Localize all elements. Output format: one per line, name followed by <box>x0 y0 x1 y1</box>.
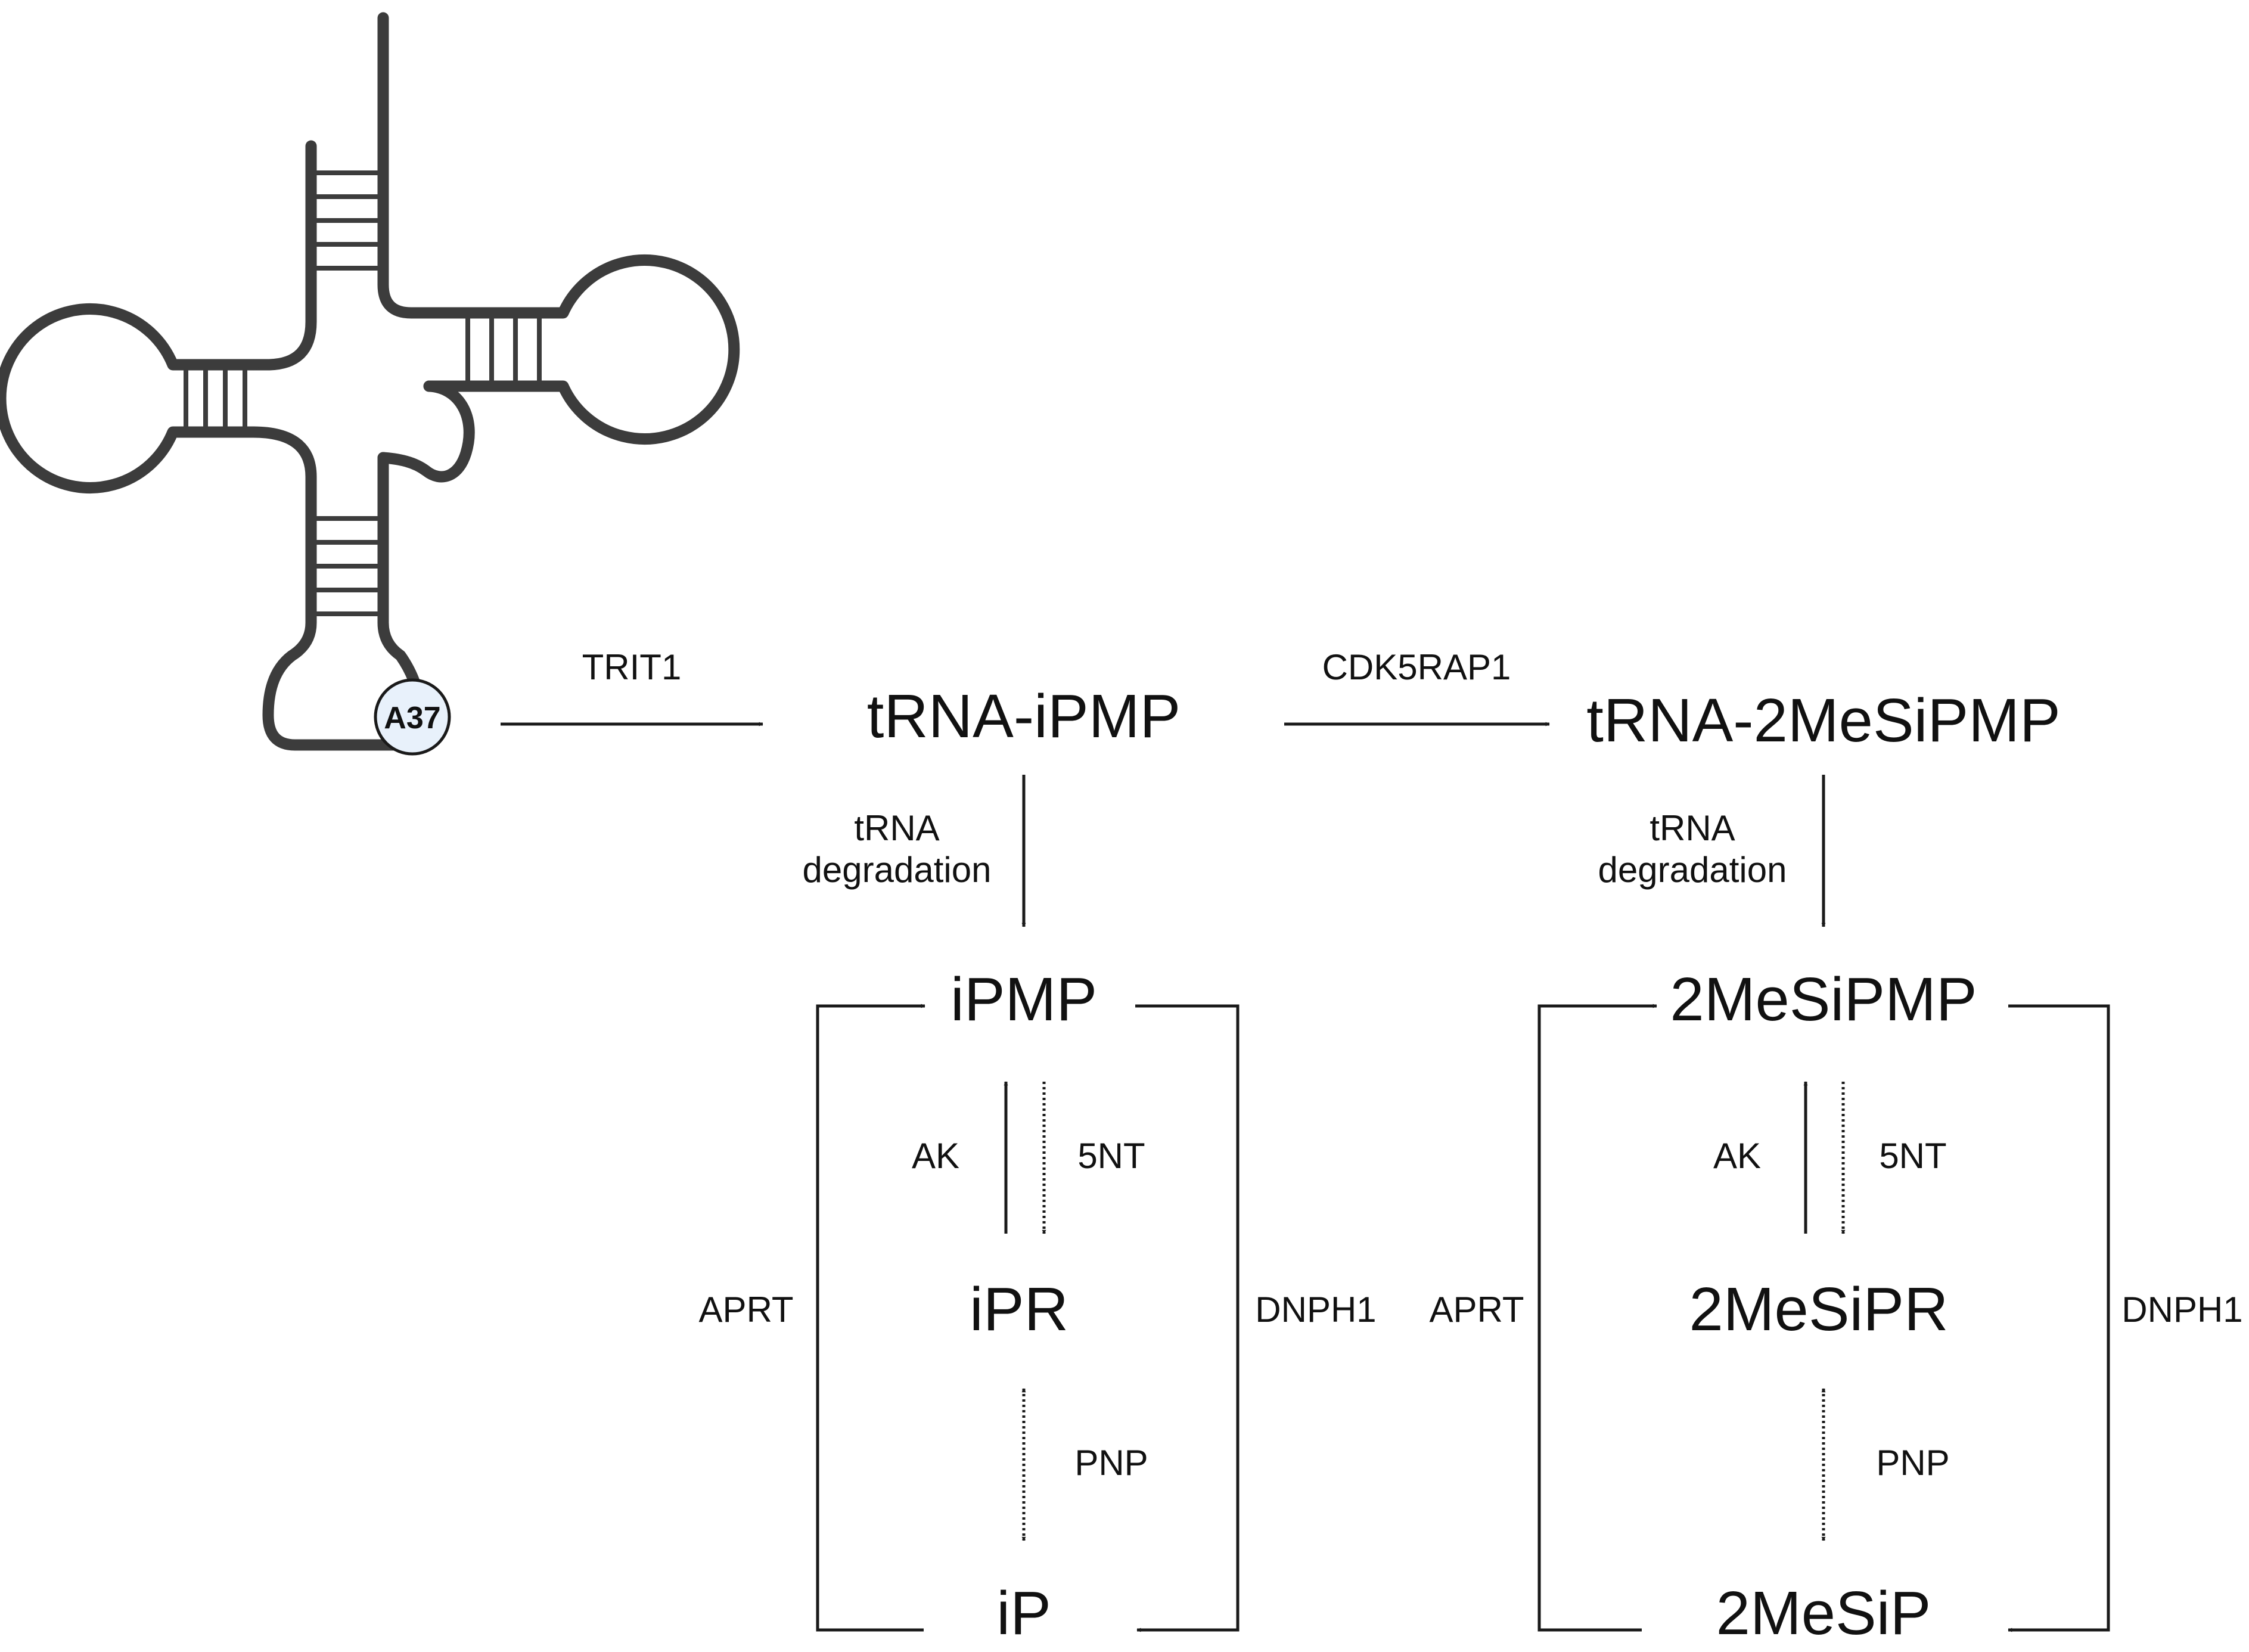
t-arm <box>423 254 740 445</box>
right-ak-label: AK <box>1713 1136 1761 1176</box>
ip-label: iP <box>996 1579 1051 1647</box>
left-degradation-line1: tRNA <box>854 808 939 848</box>
right-aprt-arrow <box>1537 1004 1657 1632</box>
left-ak-label: AK <box>912 1136 959 1176</box>
anticodon-stem-base-pairs <box>311 516 383 616</box>
2mesip-label: 2MeSiP <box>1716 1579 1931 1647</box>
acceptor-stem-base-pairs <box>311 170 383 271</box>
d-arm-base-pairs <box>184 365 247 432</box>
trna-cloverleaf: A37 <box>0 12 740 756</box>
left-pathway: tRNA degradation iPMP iPR iP AK 5NT PNP … <box>699 775 1377 1647</box>
a37-label: A37 <box>384 701 440 735</box>
left-dnph1-arrow <box>1135 1004 1240 1632</box>
trit1-label: TRIT1 <box>582 647 682 687</box>
left-pnp-label: PNP <box>1074 1443 1148 1483</box>
2mesipr-label: 2MeSiPR <box>1689 1275 1948 1343</box>
left-degradation-line2: degradation <box>803 850 992 890</box>
anticodon-stem-left-strand <box>247 426 399 751</box>
left-dnph1-label: DNPH1 <box>1255 1290 1376 1330</box>
cdk5rap1-label: CDK5RAP1 <box>1322 647 1511 687</box>
t-arm-base-pairs <box>465 313 542 386</box>
right-aprt-label: APRT <box>1430 1290 1524 1330</box>
right-degradation-line1: tRNA <box>1650 808 1735 848</box>
right-dnph1-arrow <box>2008 1004 2110 1632</box>
left-aprt-label: APRT <box>699 1290 794 1330</box>
trna-ipmp-label: tRNA-iPMP <box>867 682 1181 750</box>
left-aprt-arrow <box>816 1004 925 1632</box>
2mesipmp-label: 2MeSiPMP <box>1670 965 1977 1033</box>
right-dnph1-label: DNPH1 <box>2121 1290 2242 1330</box>
a37-residue-circle <box>374 678 451 756</box>
ipmp-label: iPMP <box>950 965 1097 1033</box>
right-degradation-line2: degradation <box>1598 850 1787 890</box>
ipr-label: iPR <box>970 1275 1068 1343</box>
acceptor-stem-3prime-strand <box>377 12 466 319</box>
right-pathway: tRNA degradation 2MeSiPMP 2MeSiPR 2MeSiP… <box>1430 775 2243 1647</box>
trna-2mesipmp-label: tRNA-2MeSiPMP <box>1586 686 2061 754</box>
variable-loop <box>377 380 475 483</box>
right-5nt-label: 5NT <box>1879 1136 1946 1176</box>
anticodon-stem-right-strand <box>377 452 426 712</box>
right-pnp-label: PNP <box>1876 1443 1949 1483</box>
acceptor-stem-5prime-strand <box>247 140 317 371</box>
left-5nt-label: 5NT <box>1077 1136 1145 1176</box>
d-arm <box>0 303 259 493</box>
